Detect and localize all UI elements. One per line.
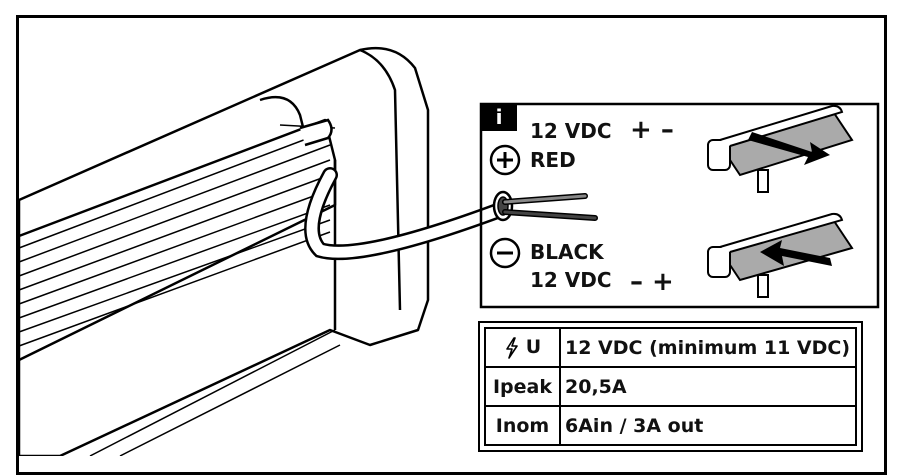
red-wire-label: RED <box>530 148 576 172</box>
wiring-info-panel: i 12 VDC + – RED BLACK 12 VDC – + <box>479 102 880 309</box>
spec-key: U <box>525 336 542 359</box>
spec-key-cell: U <box>484 327 561 368</box>
extend-arrow-icon <box>748 132 830 165</box>
reverse-polarity: – + <box>630 267 674 297</box>
info-badge <box>481 104 517 131</box>
table-row: Ipeak 20,5A <box>484 366 857 407</box>
minus-circle-icon <box>489 237 521 269</box>
plus-circle-icon <box>489 144 521 176</box>
awning-extend-illustration <box>707 104 854 193</box>
table-row: U 12 VDC (minimum 11 VDC) <box>484 327 857 368</box>
forward-polarity: + – <box>630 115 674 145</box>
spec-value: 6Ain / 3A out <box>559 405 857 446</box>
spec-value: 12 VDC (minimum 11 VDC) <box>559 327 857 368</box>
specs-table: U 12 VDC (minimum 11 VDC) Ipeak 20,5A In… <box>478 321 863 452</box>
spec-value: 20,5A <box>559 366 857 407</box>
info-badge-label: i <box>496 105 503 129</box>
motor-housing-illustration <box>17 46 598 456</box>
spec-key: Inom <box>484 405 561 446</box>
table-row: Inom 6Ain / 3A out <box>484 405 857 446</box>
forward-voltage: 12 VDC <box>530 119 612 143</box>
awning-retract-illustration <box>707 212 854 298</box>
diagram-canvas: i 12 VDC + – RED BLACK 12 VDC – + <box>16 15 887 475</box>
spec-key: Ipeak <box>484 366 561 407</box>
black-wire-label: BLACK <box>530 240 605 264</box>
lightning-icon <box>505 336 518 359</box>
retract-arrow-icon <box>760 240 832 266</box>
reverse-voltage: 12 VDC <box>530 268 612 292</box>
